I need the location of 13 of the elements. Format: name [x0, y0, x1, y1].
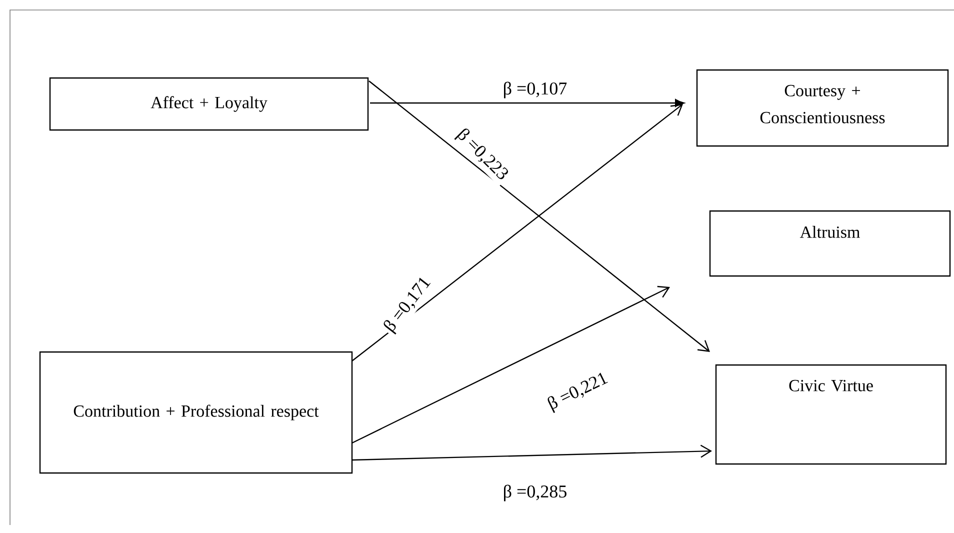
box: Courtesy + Conscientiousness [696, 69, 949, 147]
arrow [352, 104, 683, 362]
edge-label: β =0,107 [500, 80, 570, 100]
box: Altruism [709, 210, 951, 277]
arrow [368, 80, 710, 352]
box: Affect + Loyalty [49, 77, 369, 131]
box: Civic Virtue [715, 364, 947, 465]
arrow [352, 286, 670, 444]
edge-label: β =0,285 [500, 482, 570, 504]
edge-label: β =0,221 [542, 368, 614, 416]
arrow [370, 99, 684, 107]
arrow [352, 444, 712, 461]
box: Contribution + Professional respect [39, 351, 353, 474]
